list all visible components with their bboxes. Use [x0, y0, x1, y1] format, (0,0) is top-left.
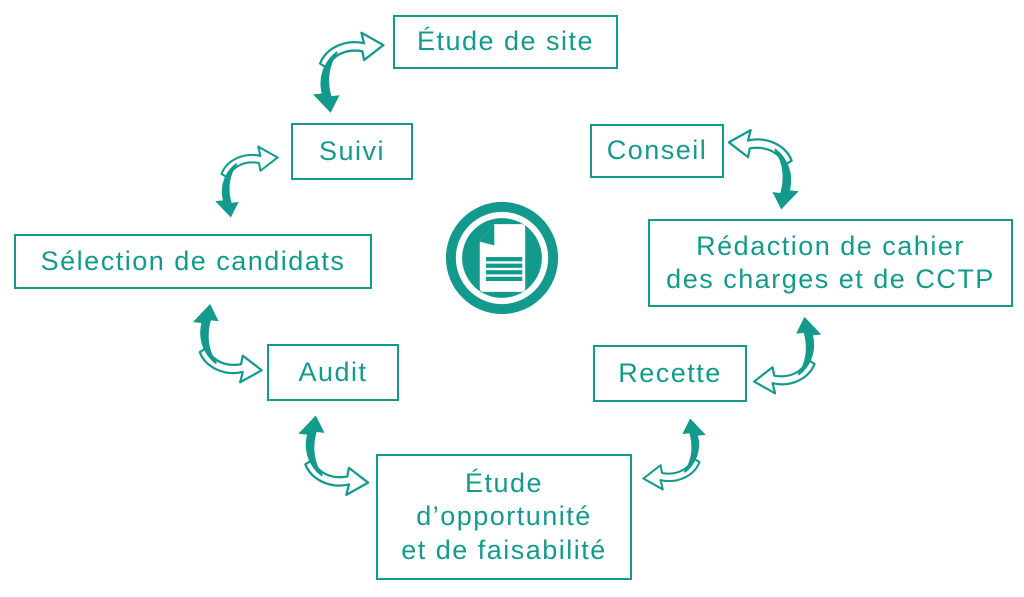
node-audit: Audit: [267, 344, 399, 401]
node-etude-opportunite-faisabilite: Étude d’opportunité et de faisabilité: [376, 454, 632, 580]
document-icon: [445, 201, 559, 315]
arrow-selection-audit: [191, 302, 263, 384]
arrow-recette-redaction: [752, 315, 823, 395]
node-suivi: Suivi: [291, 123, 413, 180]
node-etude-de-site: Étude de site: [393, 15, 618, 69]
arrow-suivi-etude-de-site: [311, 31, 385, 114]
node-selection-de-candidats: Sélection de candidats: [14, 234, 372, 289]
arrow-etude-opportunite-recette: [642, 417, 707, 491]
arrow-selection-suivi: [214, 145, 279, 219]
arrow-audit-etude-opportunite: [297, 414, 370, 497]
node-redaction-cahier-des-charges-cctp: Rédaction de cahier des charges et de CC…: [648, 219, 1013, 307]
node-recette: Recette: [593, 345, 747, 402]
arrow-redaction-conseil: [727, 128, 800, 211]
node-conseil: Conseil: [590, 124, 724, 178]
